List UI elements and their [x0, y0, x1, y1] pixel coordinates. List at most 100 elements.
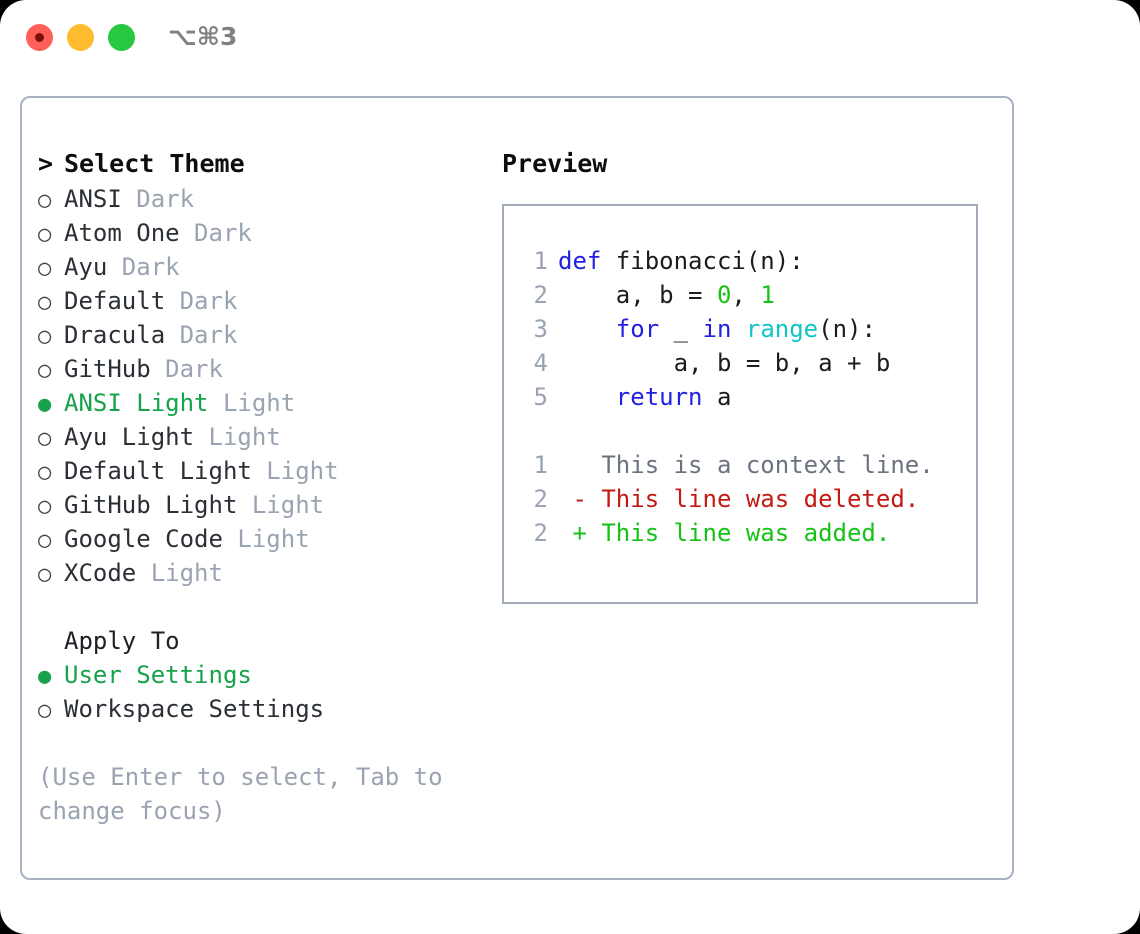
theme-list-item[interactable]: ○ Dracula Dark [38, 318, 488, 352]
apply-to-option[interactable]: ● User Settings [38, 658, 488, 692]
code-line: 2 a, b = 0, 1 [524, 278, 976, 312]
radio-unselected-icon[interactable]: ○ [38, 698, 52, 723]
code-line: 5 return a [524, 380, 976, 414]
diff-line-text: + This line was added. [558, 519, 891, 547]
theme-list-item[interactable]: ○ Google Code Light [38, 522, 488, 556]
radio-unselected-icon[interactable]: ○ [38, 324, 52, 349]
line-number: 2 [533, 485, 548, 513]
theme-list-item[interactable]: ○ Atom One Dark [38, 216, 488, 250]
theme-list-item[interactable]: ○Ayu Light Light [38, 420, 488, 454]
theme-kind-label: Dark [150, 355, 223, 383]
code-token: _ [659, 315, 703, 343]
line-number: 3 [533, 315, 548, 343]
code-token: in [702, 315, 732, 343]
code-token: 0 [716, 281, 732, 309]
code-token: a [702, 383, 732, 411]
title-bar: ⌥⌘3 [0, 0, 1140, 78]
theme-list-item[interactable]: ○ Default Light Light [38, 454, 488, 488]
code-token: , [731, 281, 761, 309]
radio-unselected-icon[interactable]: ○ [38, 256, 52, 281]
line-number: 5 [533, 383, 548, 411]
code-token [731, 315, 745, 343]
theme-kind-label: Light [208, 389, 296, 417]
theme-kind-label: Dark [121, 185, 195, 213]
theme-list-item[interactable]: ● ANSI Light Light [38, 386, 488, 420]
apply-to-option[interactable]: ○ Workspace Settings [38, 692, 488, 726]
close-window-icon[interactable] [26, 24, 53, 51]
theme-list-item[interactable]: ○ Default Dark [38, 284, 488, 318]
code-token: for [615, 315, 660, 343]
theme-kind-label: Light [251, 457, 339, 485]
minimize-window-icon[interactable] [67, 24, 94, 51]
theme-kind-label: Dark [165, 321, 238, 349]
radio-unselected-icon[interactable]: ○ [38, 528, 52, 553]
apply-to-header: Apply To [38, 624, 488, 658]
theme-name-label: Dracula [64, 321, 166, 349]
theme-list-item[interactable]: ○ GitHub Light Light [38, 488, 488, 522]
theme-name-label: ANSI [64, 185, 122, 213]
radio-unselected-icon[interactable]: ○ [38, 562, 52, 587]
radio-selected-icon[interactable]: ● [38, 664, 52, 689]
diff-preview-block: 1 This is a context line.2 - This line w… [524, 448, 976, 550]
diff-line: 2 - This line was deleted. [524, 482, 976, 516]
theme-kind-label: Dark [179, 219, 252, 247]
code-token: return [615, 383, 703, 411]
line-number: 1 [533, 451, 548, 479]
code-token: 1 [760, 281, 775, 309]
theme-name-label: Atom One [64, 219, 180, 247]
theme-name-label: Default Light [64, 457, 252, 485]
help-text: (Use Enter to select, Tab to change focu… [38, 763, 443, 825]
theme-kind-label: Light [136, 559, 223, 587]
radio-unselected-icon[interactable]: ○ [38, 460, 52, 485]
main-panel: > Select Theme ○ ANSI Dark ○ Atom One Dark ○ A… [20, 96, 1014, 880]
traffic-light-buttons [26, 24, 135, 51]
line-number: 2 [533, 281, 548, 309]
theme-list: ○ ANSI Dark ○ Atom One Dark ○ Ayu Dark ○ Defaul… [38, 182, 488, 590]
theme-name-label: Ayu Light [64, 423, 195, 451]
code-token: a, b = [558, 281, 717, 309]
radio-unselected-icon[interactable]: ○ [38, 290, 52, 315]
theme-kind-label: Dark [165, 287, 238, 315]
code-token: a, b = b, a + b [558, 349, 891, 377]
diff-line: 2 + This line was added. [524, 516, 976, 550]
radio-selected-icon[interactable]: ● [38, 392, 52, 417]
apply-to-option-label: Workspace Settings [64, 695, 325, 723]
spacer [38, 590, 488, 624]
code-token: (n): [818, 315, 876, 343]
code-token [558, 315, 616, 343]
theme-list-item[interactable]: ○ ANSI Dark [38, 182, 488, 216]
keyboard-shortcut-label: ⌥⌘3 [168, 22, 238, 51]
apply-to-option-label: User Settings [64, 661, 252, 689]
theme-kind-label: Light [237, 491, 325, 519]
radio-unselected-icon[interactable]: ○ [38, 222, 52, 247]
radio-unselected-icon[interactable]: ○ [38, 426, 52, 451]
preview-title: Preview [502, 149, 608, 178]
theme-name-label: ANSI Light [64, 389, 209, 417]
radio-unselected-icon[interactable]: ○ [38, 188, 52, 213]
radio-unselected-icon[interactable]: ○ [38, 494, 52, 519]
theme-name-label: Default [64, 287, 166, 315]
radio-unselected-icon[interactable]: ○ [38, 358, 52, 383]
theme-list-item[interactable]: ○GitHub Dark [38, 352, 488, 386]
preview-spacer [524, 414, 976, 448]
diff-line: 1 This is a context line. [524, 448, 976, 482]
code-token: fibonacci(n): [601, 247, 804, 275]
theme-list-item[interactable]: ○XCode Light [38, 556, 488, 590]
theme-name-label: Ayu [64, 253, 108, 281]
theme-selection-column: > Select Theme ○ ANSI Dark ○ Atom One Dark ○ A… [38, 146, 488, 828]
theme-kind-label: Dark [107, 253, 180, 281]
maximize-window-icon[interactable] [108, 24, 135, 51]
select-theme-label: Select Theme [64, 149, 245, 178]
theme-list-item[interactable]: ○ Ayu Dark [38, 250, 488, 284]
selection-caret-icon: > [38, 149, 54, 178]
theme-kind-label: Light [222, 525, 310, 553]
theme-name-label: GitHub Light [64, 491, 238, 519]
theme-name-label: Google Code [64, 525, 223, 553]
diff-line-text: - This line was deleted. [558, 485, 920, 513]
code-token [558, 383, 616, 411]
apply-to-label: Apply To [64, 627, 180, 655]
line-number: 1 [533, 247, 548, 275]
